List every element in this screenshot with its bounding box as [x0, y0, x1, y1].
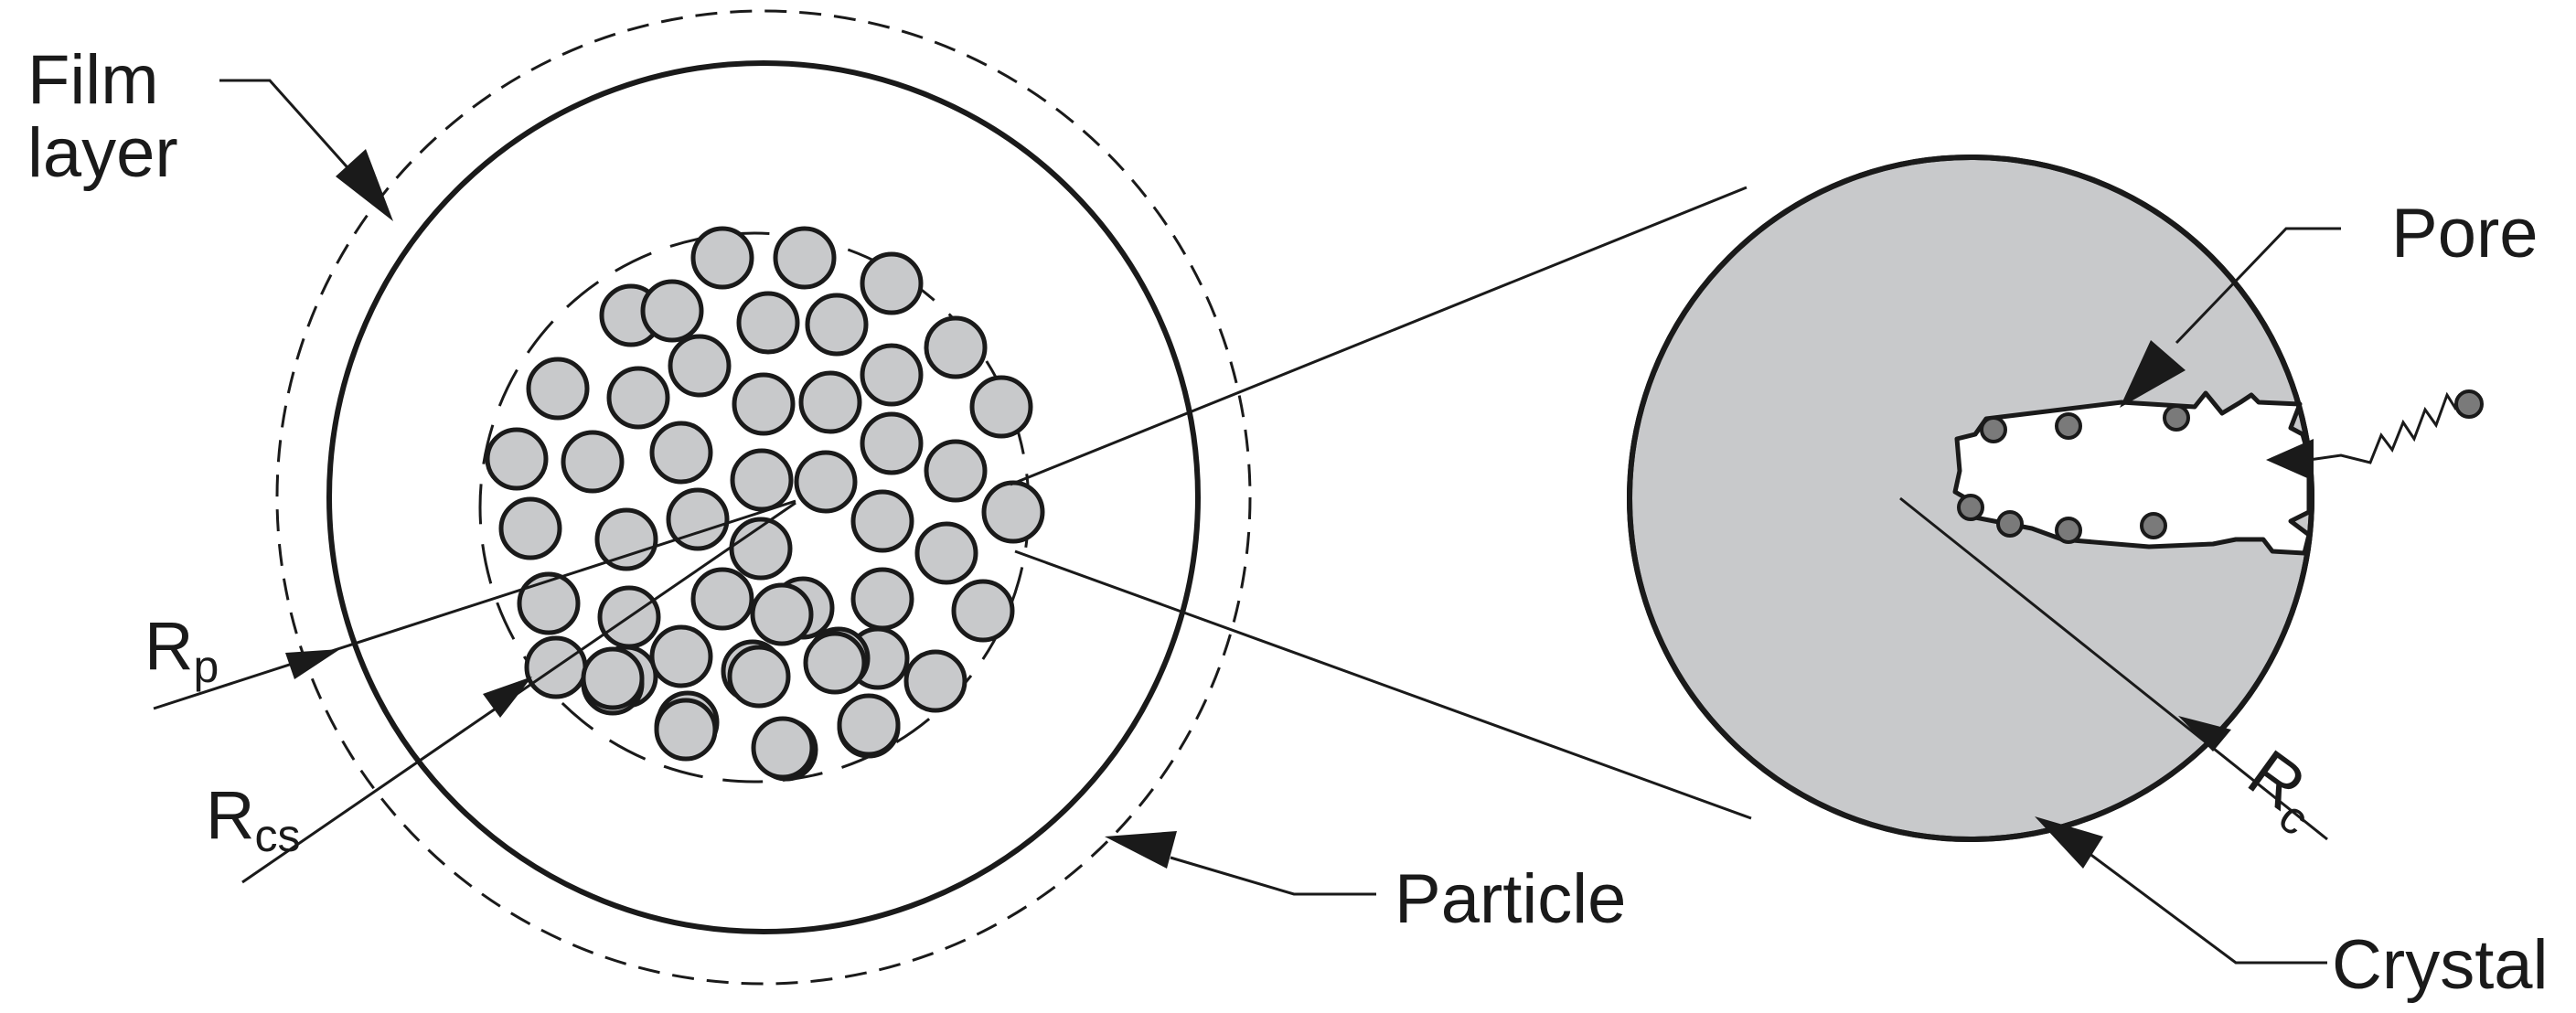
crystal: [640, 279, 704, 343]
adsorbed-molecule: [1996, 510, 2024, 538]
crystal: [860, 411, 924, 475]
rp-label-main: R: [144, 608, 194, 684]
crystal: [561, 430, 625, 494]
rp-arrow-head: [285, 649, 340, 679]
crystal: [485, 427, 549, 491]
crystal: [773, 226, 837, 290]
crystal: [594, 507, 658, 571]
crystal: [837, 693, 901, 757]
rcs-label-subscript: cs: [254, 810, 301, 861]
crystal: [517, 571, 581, 635]
film-layer-boundary: [275, 9, 1252, 986]
rp-label: Rp: [144, 613, 219, 690]
crystal: [729, 517, 793, 581]
film-layer-label: Film layer: [27, 44, 178, 190]
crystal: [860, 343, 924, 407]
crystal-label: Crystal: [2332, 926, 2549, 1004]
particle-leader: [1170, 856, 1376, 896]
crystal: [581, 646, 645, 710]
crystal: [666, 487, 730, 551]
zoom-line-upper: [1010, 186, 1748, 486]
crystal-large-outline: [1627, 155, 2314, 842]
crystal: [850, 567, 914, 631]
crystal-leader: [2084, 848, 2327, 965]
crystal: [794, 450, 858, 514]
crystal: [981, 480, 1045, 544]
film-layer-leader: [219, 79, 363, 184]
crystal: [727, 645, 791, 709]
film-layer-label-line1: Film: [27, 41, 159, 119]
adsorbed-molecules: [1957, 404, 2190, 544]
crystal: [649, 624, 713, 688]
crystal-arrow-head: [2035, 816, 2103, 869]
rcs-label-main: R: [206, 777, 255, 853]
adsorbed-molecule: [1980, 416, 2007, 443]
adsorbed-molecule: [1957, 494, 1984, 521]
crystal: [750, 582, 814, 646]
crystal: [730, 448, 794, 512]
rcs-label: Rcs: [206, 782, 300, 859]
crystal: [498, 496, 562, 560]
crystal: [751, 716, 815, 780]
crystal: [914, 521, 978, 585]
diffusing-molecule: [2454, 389, 2484, 419]
crystal: [951, 579, 1015, 643]
crystal: [649, 421, 713, 485]
crystal: [924, 439, 988, 503]
crystal: [668, 334, 732, 398]
crystal: [654, 698, 718, 762]
rp-radius-line: [153, 499, 796, 710]
particle-label: Particle: [1395, 860, 1627, 938]
crystal: [860, 251, 924, 315]
crystal: [736, 291, 800, 355]
adsorbed-molecule: [2140, 512, 2167, 539]
pore-label: Pore: [2391, 195, 2539, 272]
rcs-arrow-head: [483, 677, 532, 718]
adsorbed-molecule: [2055, 517, 2082, 544]
zoom-line-lower: [1014, 549, 1752, 820]
pore-leader: [2175, 227, 2341, 345]
diffusion-path: [2308, 391, 2458, 464]
crystal: [690, 226, 754, 290]
particle-group: [275, 9, 1252, 986]
crystal: [969, 375, 1033, 439]
film-layer-label-line2: layer: [27, 113, 178, 192]
diffusing-molecule-group: [2266, 389, 2484, 481]
rc-radius-line: [1899, 496, 2328, 841]
crystal: [903, 649, 967, 713]
rp-label-subscript: p: [193, 641, 219, 692]
crystal: [798, 370, 862, 434]
particle-arrow-head: [1105, 831, 1177, 869]
pore-arrow-head: [2120, 340, 2186, 408]
crystal: [690, 567, 754, 631]
diffusion-arrow-head: [2266, 439, 2314, 481]
zoom-lines: [1010, 186, 1752, 820]
crystal: [606, 366, 670, 430]
adsorbed-molecule: [2163, 404, 2190, 432]
crystal: [924, 315, 988, 379]
crystal: [732, 372, 796, 436]
adsorbed-molecule: [2055, 412, 2082, 440]
crystal-cluster: [485, 226, 1045, 782]
crystal: [526, 357, 590, 421]
crystal: [850, 489, 914, 553]
crystal: [805, 293, 869, 357]
film-layer-arrow-head: [336, 149, 393, 221]
rc-arrow-head: [2178, 716, 2231, 752]
crystal: [803, 631, 867, 695]
crystal-zoom-group: [1627, 155, 2314, 842]
